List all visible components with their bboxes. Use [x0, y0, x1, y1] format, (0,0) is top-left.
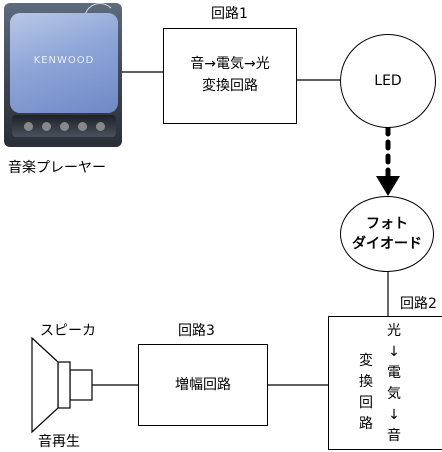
player-lid: KENWOOD [10, 13, 118, 113]
player-button [24, 122, 33, 131]
circuit2-char: 変 [359, 353, 373, 369]
circuit2-char: 光 [387, 323, 401, 339]
circuit2-char: 路 [359, 416, 373, 432]
circuit2-col-right: 光 ↓ 電 気 ↓ 音 [387, 321, 401, 447]
circuit2-char: 電 [387, 365, 401, 381]
led-circle: LED [340, 34, 436, 128]
speaker-icon [31, 336, 93, 434]
led-label: LED [374, 73, 402, 89]
circuit2-char: 回 [359, 395, 373, 411]
player-button [78, 122, 87, 131]
player-button [60, 122, 69, 131]
photodiode-line1: フォト [366, 216, 408, 232]
circuit2-char: 換 [359, 374, 373, 390]
music-player-image: KENWOOD [4, 3, 122, 147]
circuit3-label: 増幅回路 [175, 377, 231, 393]
photodiode-line2: ダイオード [352, 236, 422, 252]
circuit2-col-left: 変 換 回 路 [359, 351, 373, 435]
player-button [42, 122, 51, 131]
speaker-caption: 音再生 [38, 434, 80, 450]
player-brand-text: KENWOOD [33, 55, 95, 66]
speaker-label: スピーカ [40, 323, 96, 339]
circuit3-title: 回路3 [178, 323, 215, 339]
optical-link-arrowhead [376, 176, 400, 196]
circuit2-title: 回路2 [400, 296, 437, 312]
circuit1-title: 回路1 [211, 6, 248, 22]
circuit2-char: ↓ [388, 344, 400, 360]
player-button [96, 122, 105, 131]
circuit1-box: 音→電気→光 変換回路 [163, 28, 297, 124]
circuit1-line1: 音→電気→光 [190, 56, 270, 72]
circuit1-line2: 変換回路 [202, 78, 258, 94]
circuit2-char: 気 [387, 386, 401, 402]
circuit2-char: ↓ [388, 407, 400, 423]
photodiode-circle: フォト ダイオード [340, 196, 434, 272]
player-button-strip [12, 115, 116, 137]
circuit2-char: 音 [387, 428, 401, 444]
player-label: 音楽プレーヤー [8, 160, 106, 176]
circuit3-box: 増幅回路 [138, 344, 268, 426]
circuit2-box: 変 換 回 路 光 ↓ 電 気 ↓ 音 [328, 316, 442, 450]
